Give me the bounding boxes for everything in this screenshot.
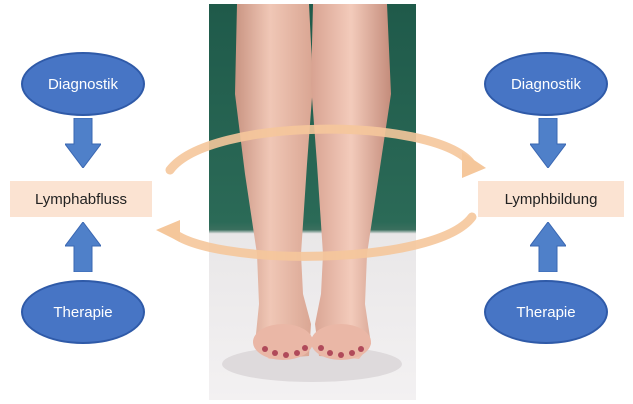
right-diagnostik-ellipse: Diagnostik bbox=[484, 52, 608, 116]
cycle-arrowhead-left bbox=[156, 220, 180, 242]
left-diagnostik-label: Diagnostik bbox=[48, 76, 118, 93]
right-therapie-label: Therapie bbox=[516, 304, 575, 321]
lymphabfluss-box: Lymphabfluss bbox=[10, 181, 152, 217]
right-down-arrow bbox=[530, 118, 566, 168]
left-up-arrow bbox=[65, 222, 101, 272]
left-therapie-ellipse: Therapie bbox=[21, 280, 145, 344]
right-diagnostik-label: Diagnostik bbox=[511, 76, 581, 93]
left-therapie-label: Therapie bbox=[53, 304, 112, 321]
right-therapie-ellipse: Therapie bbox=[484, 280, 608, 344]
right-up-arrow bbox=[530, 222, 566, 272]
cycle-arrowhead-right bbox=[462, 152, 486, 178]
lymphbildung-label: Lymphbildung bbox=[505, 191, 598, 208]
cycle-arrows bbox=[150, 112, 490, 272]
lymphbildung-box: Lymphbildung bbox=[478, 181, 624, 217]
left-diagnostik-ellipse: Diagnostik bbox=[21, 52, 145, 116]
left-down-arrow bbox=[65, 118, 101, 168]
lymphabfluss-label: Lymphabfluss bbox=[35, 191, 127, 208]
